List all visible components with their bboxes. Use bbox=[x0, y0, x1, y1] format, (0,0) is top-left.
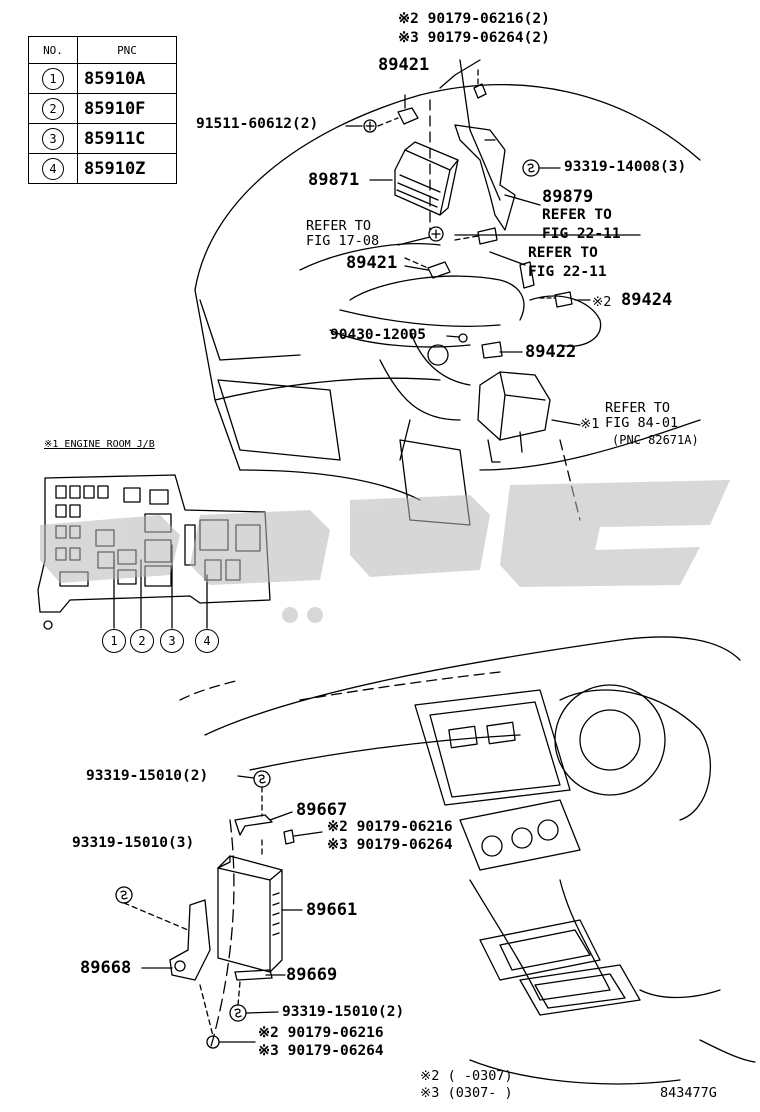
pnc-table-header: NO. PNC bbox=[28, 36, 177, 64]
table-row: 4 85910Z bbox=[28, 153, 177, 184]
refer-fig-84-01-line3: (PNC 82671A) bbox=[612, 433, 699, 447]
callout-2: 2 bbox=[130, 629, 154, 653]
part-label-ref3-top: ※3 90179-06264(2) bbox=[398, 30, 550, 46]
refer-fig-84-01-line2: FIG 84-01 bbox=[605, 415, 679, 431]
footnote-ref3: ※3 (0307- ) bbox=[420, 1085, 513, 1101]
part-label-93319-15010-2b: 93319-15010(2) bbox=[282, 1004, 405, 1020]
refer-fig-17-08-line2: FIG 17-08 bbox=[306, 233, 380, 249]
part-label-90179-06216-mid: ※2 90179-06216 bbox=[327, 819, 453, 835]
part-label-89667: 89667 bbox=[296, 800, 348, 820]
refer-fig-84-01-line1: REFER TO bbox=[605, 400, 671, 416]
row-number: 3 bbox=[42, 127, 64, 150]
row-pnc: 85910A bbox=[77, 63, 177, 94]
part-label-93319-14008: 93319-14008(3) bbox=[564, 159, 687, 175]
part-label-89871: 89871 bbox=[308, 170, 360, 190]
refer-fig-22-11-b-line1: REFER TO bbox=[528, 245, 598, 261]
table-row: 3 85911C bbox=[28, 123, 177, 154]
refer-fig-22-11-b-line2: FIG 22-11 bbox=[528, 264, 607, 280]
interior-drawing bbox=[115, 636, 756, 1085]
refer-fig-22-11-a-line2: FIG 22-11 bbox=[542, 226, 621, 242]
part-label-91511: 91511-60612(2) bbox=[196, 116, 319, 132]
part-label-89879: 89879 bbox=[542, 187, 594, 207]
table-row: 1 85910A bbox=[28, 63, 177, 94]
row-number: 4 bbox=[42, 157, 64, 180]
callout-3: 3 bbox=[160, 629, 184, 653]
part-label-89661: 89661 bbox=[306, 900, 358, 920]
row-number: 2 bbox=[42, 97, 64, 120]
row-number: 1 bbox=[42, 67, 64, 90]
header-pnc: PNC bbox=[77, 36, 177, 64]
part-label-89424: 89424 bbox=[621, 290, 673, 310]
part-label-89668: 89668 bbox=[80, 958, 132, 978]
part-label-ref2-top: ※2 90179-06216(2) bbox=[398, 11, 550, 27]
part-label-90430: 90430-12005 bbox=[330, 327, 427, 343]
junction-block-title: ※1 ENGINE ROOM J/B bbox=[44, 439, 155, 450]
part-label-90179-06264-bot: ※3 90179-06264 bbox=[258, 1043, 384, 1059]
part-label-89422: 89422 bbox=[525, 342, 577, 362]
refer-fig-17-08-line1: REFER TO bbox=[306, 218, 372, 234]
row-pnc: 85910F bbox=[77, 93, 177, 124]
ref-mark-89424: ※2 bbox=[592, 294, 612, 310]
row-pnc: 85910Z bbox=[77, 153, 177, 184]
part-label-93319-15010-3: 93319-15010(3) bbox=[72, 835, 195, 851]
callout-1: 1 bbox=[102, 629, 126, 653]
part-label-89421-top: 89421 bbox=[378, 55, 430, 75]
table-row: 2 85910F bbox=[28, 93, 177, 124]
part-label-89669: 89669 bbox=[286, 965, 338, 985]
footnote-ref2: ※2 ( -0307) bbox=[420, 1068, 513, 1084]
part-label-90179-06264-mid: ※3 90179-06264 bbox=[327, 837, 453, 853]
part-label-93319-15010-2a: 93319-15010(2) bbox=[86, 768, 209, 784]
header-no: NO. bbox=[28, 36, 78, 64]
watermark-logo bbox=[40, 480, 730, 623]
callout-4: 4 bbox=[195, 629, 219, 653]
ref-mark-fig-84-01: ※1 bbox=[580, 416, 600, 432]
figure-code: 843477G bbox=[660, 1085, 717, 1101]
refer-fig-22-11-a-line1: REFER TO bbox=[542, 207, 612, 223]
pnc-table: NO. PNC 1 85910A 2 85910F 3 85911C 4 859… bbox=[28, 36, 177, 184]
row-pnc: 85911C bbox=[77, 123, 177, 154]
part-label-89421-mid: 89421 bbox=[346, 253, 398, 273]
part-label-90179-06216-bot: ※2 90179-06216 bbox=[258, 1025, 384, 1041]
engine-room-drawing bbox=[194, 59, 701, 526]
